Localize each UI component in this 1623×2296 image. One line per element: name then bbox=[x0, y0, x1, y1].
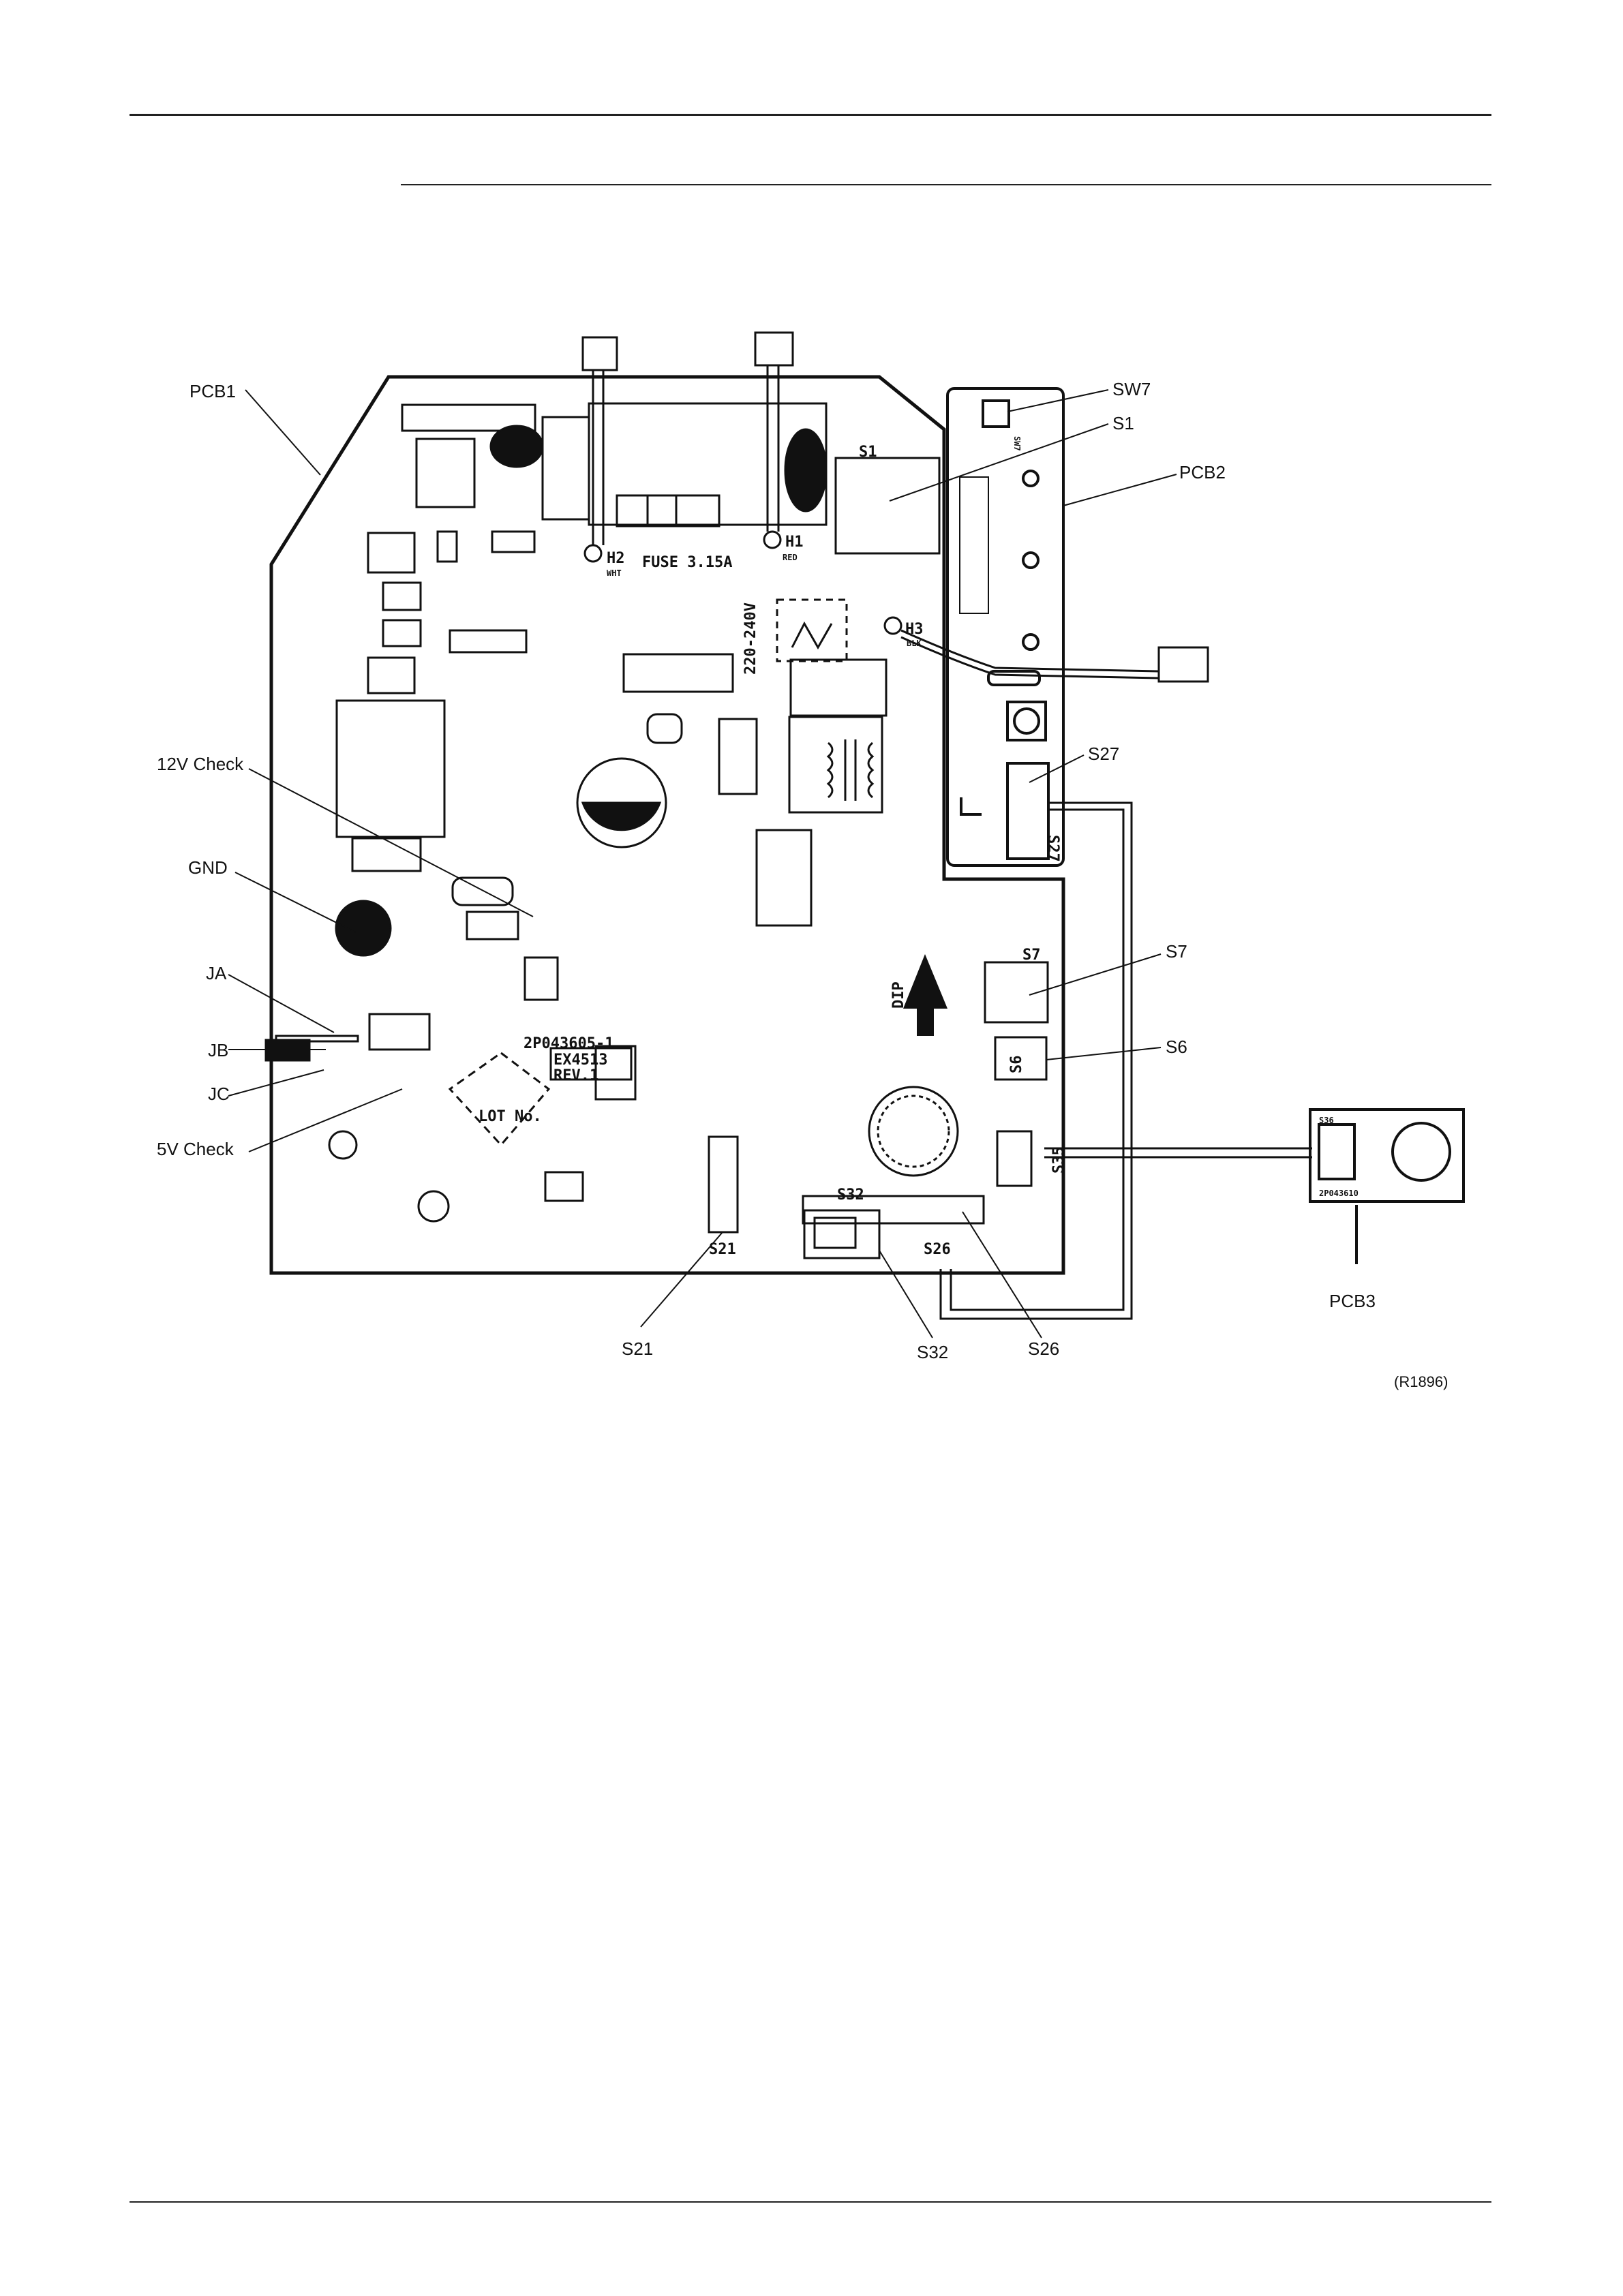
callout-5v-check: 5V Check bbox=[157, 1139, 234, 1159]
h1-label: H1 bbox=[785, 534, 804, 551]
voltage-label: 220-240V bbox=[742, 602, 759, 675]
s32-board-label: S32 bbox=[837, 1187, 864, 1204]
top-components bbox=[266, 403, 1048, 1258]
lot-box bbox=[450, 1053, 549, 1145]
pcb3-part-label: 2P043610 bbox=[1319, 1189, 1359, 1198]
h3-label: H3 bbox=[905, 621, 924, 638]
s6-board-label: S6 bbox=[1008, 1056, 1025, 1074]
callout-s6: S6 bbox=[1166, 1037, 1187, 1057]
fuse-label: FUSE 3.15A bbox=[642, 554, 732, 571]
callout-jc: JC bbox=[208, 1084, 230, 1104]
callout-s32: S32 bbox=[917, 1342, 948, 1362]
blk-label: BLK bbox=[907, 639, 922, 648]
callout-s7: S7 bbox=[1166, 941, 1187, 962]
callout-pcb1: PCB1 bbox=[189, 381, 236, 401]
ex-label: EX4513 bbox=[553, 1052, 607, 1069]
s35-board-label: S35 bbox=[1050, 1146, 1067, 1174]
red-label: RED bbox=[783, 553, 798, 562]
part-number-label: 2P043605-1 bbox=[524, 1035, 613, 1052]
transformer-symbol bbox=[828, 739, 873, 801]
h2-label: H2 bbox=[607, 550, 625, 567]
dip-arrow bbox=[903, 954, 947, 1036]
callout-pcb2: PCB2 bbox=[1179, 462, 1226, 483]
figure-id: (R1896) bbox=[1394, 1373, 1448, 1390]
pcb3-board bbox=[1310, 1109, 1463, 1264]
callout-s26: S26 bbox=[1028, 1338, 1059, 1359]
lot-label: LOT No. bbox=[479, 1108, 542, 1125]
callout-pcb3: PCB3 bbox=[1329, 1291, 1376, 1311]
callout-ja: JA bbox=[206, 963, 227, 983]
s21-board-label: S21 bbox=[709, 1241, 736, 1258]
rev-label: REV.1 bbox=[553, 1067, 598, 1084]
s7-board-label: S7 bbox=[1022, 947, 1041, 964]
pcb1-board bbox=[271, 377, 1063, 1273]
callout-12v-check: 12V Check bbox=[157, 754, 244, 774]
dip-label: DIP bbox=[890, 981, 907, 1009]
sw7-board-label: SW7 bbox=[1012, 436, 1022, 451]
s1-board-label: S1 bbox=[859, 444, 877, 461]
callout-gnd: GND bbox=[188, 857, 228, 878]
callout-sw7: SW7 bbox=[1112, 379, 1151, 399]
s27-board-label: S27 bbox=[1044, 835, 1061, 862]
callout-jb: JB bbox=[208, 1040, 228, 1060]
s36-board-label: S36 bbox=[1319, 1116, 1334, 1125]
s26-board-label: S26 bbox=[924, 1241, 951, 1258]
wht-label: WHT bbox=[607, 568, 622, 578]
callout-s27: S27 bbox=[1088, 744, 1119, 764]
callout-s21: S21 bbox=[622, 1338, 653, 1359]
callout-s1: S1 bbox=[1112, 413, 1134, 433]
